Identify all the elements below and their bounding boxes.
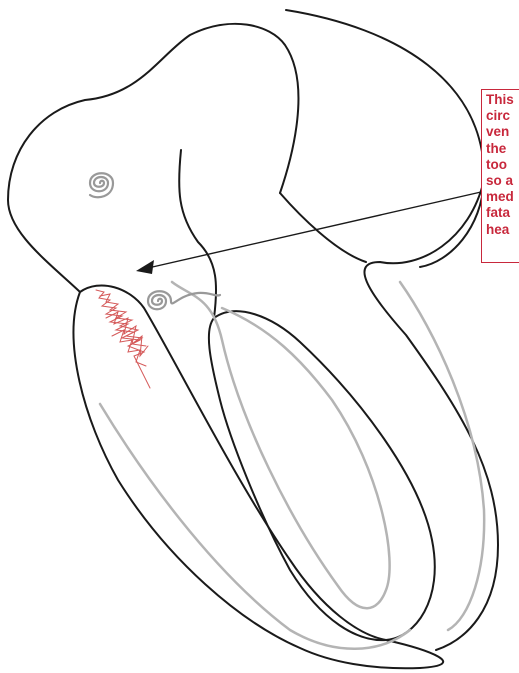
av-node-spiral-icon (148, 291, 220, 309)
left-bundle-branch-line (400, 282, 484, 630)
callout-line-8: fata (486, 205, 519, 221)
callout-line-3: ven (486, 124, 519, 140)
callout-line-7: med (486, 189, 519, 205)
callout-line-9: hea (486, 222, 519, 238)
callout-line-4: the (486, 141, 519, 157)
callout-line-2: circ (486, 108, 519, 124)
right-atrium-wall (8, 24, 298, 292)
explanation-callout: This circ ven the too so a med fata hea (481, 89, 519, 263)
callout-line-6: so a (486, 173, 519, 189)
arrowhead-icon (136, 260, 154, 274)
callout-line-5: too (486, 157, 519, 173)
bundle-of-his-line (172, 282, 390, 608)
callout-line-1: This (486, 92, 519, 108)
conduction-pathway (100, 282, 484, 649)
heart-outline (8, 10, 498, 668)
callout-pointer-line (148, 192, 481, 268)
sa-node-spiral-icon (90, 173, 113, 197)
right-ventricle-wall (74, 285, 444, 668)
